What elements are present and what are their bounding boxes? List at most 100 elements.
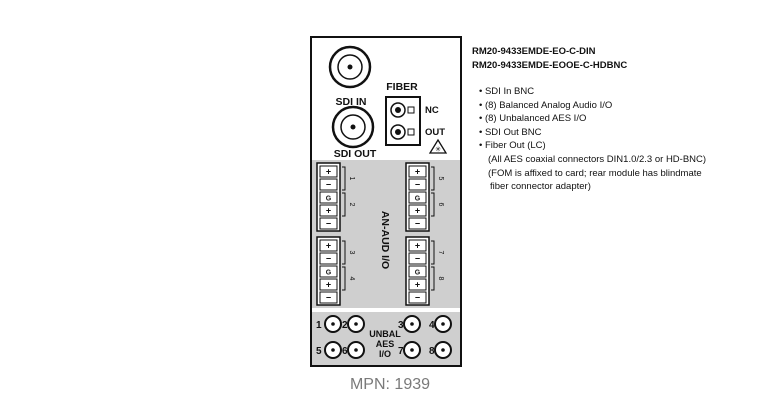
fiber-label: FIBER	[386, 81, 418, 93]
terminal-pin	[408, 239, 427, 252]
sdi-in-bnc	[328, 45, 372, 89]
aes-coax-connector: 7	[398, 341, 421, 359]
terminal-pin-symbol: +	[326, 280, 331, 290]
terminal-pin-symbol: +	[415, 167, 420, 177]
terminal-pin	[319, 278, 338, 291]
audio-terminal-block: +−G+−34	[316, 236, 355, 306]
feature-list: • SDI In BNC • (8) Balanced Analog Audio…	[472, 85, 768, 194]
product-description: RM20-9433EMDE-EO-C-DIN RM20-9433EMDE-EOO…	[472, 45, 768, 194]
feature-item: • SDI In BNC	[479, 86, 535, 97]
terminal-pin	[319, 165, 338, 178]
fiber-out-label: OUT	[425, 127, 445, 138]
channel-bracket	[431, 240, 435, 265]
svg-text:✳: ✳	[435, 146, 441, 154]
feature-item: • (8) Balanced Analog Audio I/O	[479, 99, 613, 111]
terminal-pin-symbol: G	[326, 196, 332, 203]
terminal-pin-symbol: −	[415, 219, 420, 229]
aes-label-line2: AES	[376, 339, 395, 349]
terminal-pin-symbol: −	[326, 180, 331, 190]
sdi-in-label: SDI IN	[336, 96, 367, 108]
terminal-pin	[408, 265, 427, 278]
terminal-pin-symbol: −	[326, 293, 331, 303]
channel-bracket	[342, 240, 346, 265]
sdi-out-label: SDI OUT	[334, 148, 377, 160]
terminal-pin-symbol: −	[415, 293, 420, 303]
mpn-label: MPN: 1939	[349, 376, 431, 393]
channel-bracket	[342, 266, 346, 291]
terminal-pin	[319, 252, 338, 265]
aes-coax-connector: 6	[342, 341, 365, 359]
channel-bracket	[342, 166, 346, 191]
aes-number: 7	[398, 346, 404, 357]
aes-number: 3	[398, 320, 404, 331]
terminal-pin	[319, 204, 338, 217]
audio-terminal-block: + − G + − 7 8	[405, 236, 444, 306]
terminal-pin	[408, 178, 427, 191]
feature-item: • (8) Unbalanced AES I/O	[479, 113, 587, 125]
terminal-pin	[408, 165, 427, 178]
terminal-pin-symbol: −	[415, 180, 420, 190]
channel-bracket	[431, 266, 435, 291]
channel-number: 8	[437, 277, 444, 281]
terminal-pin-symbol: −	[415, 254, 420, 264]
aes-coax-connector: 8	[429, 341, 452, 359]
aes-coax-connector: 5	[316, 341, 342, 359]
terminal-pin	[408, 217, 427, 230]
aes-number: 4	[429, 320, 435, 331]
terminal-pin	[408, 252, 427, 265]
laser-warning-icon: ✳	[428, 138, 448, 154]
model-number-1: RM20-9433EMDE-EO-C-DIN	[472, 46, 596, 57]
feature-note: (All AES coaxial connectors DIN1.0/2.3 o…	[488, 153, 707, 165]
analog-audio-label: AN-AUD I/O	[379, 211, 391, 269]
fiber-nc-label: NC	[425, 105, 439, 116]
channel-number: 3	[348, 251, 355, 255]
terminal-pin-symbol: G	[415, 196, 421, 203]
aes-number: 2	[342, 320, 348, 331]
terminal-pin	[408, 191, 427, 204]
aes-coax-connector: 1	[316, 315, 342, 333]
terminal-pin	[408, 291, 427, 304]
terminal-pin-symbol: +	[326, 206, 331, 216]
feature-item: • Fiber Out (LC)	[479, 140, 546, 152]
sdi-out-bnc	[331, 105, 375, 149]
terminal-pin	[408, 278, 427, 291]
aes-coax-connector: 2	[342, 315, 365, 333]
terminal-pin-symbol: −	[326, 219, 331, 229]
channel-number: 5	[437, 177, 444, 181]
terminal-pin-symbol: +	[415, 241, 420, 251]
audio-terminal-block: + − G + − 5 6	[405, 162, 444, 232]
terminal-pin	[319, 217, 338, 230]
channel-number: 4	[348, 277, 355, 281]
channel-bracket	[342, 192, 346, 217]
model-number-2: RM20-9433EMDE-EOOE-C-HDBNC	[472, 60, 628, 71]
feature-note: fiber connector adapter)	[490, 181, 591, 193]
terminal-pin-symbol: +	[415, 280, 420, 290]
terminal-pin-symbol: +	[415, 206, 420, 216]
channel-number: 6	[437, 203, 444, 207]
terminal-pin-symbol: +	[326, 167, 331, 177]
terminal-pin	[319, 239, 338, 252]
audio-terminal-block: + − G + − 1 2	[316, 162, 355, 232]
terminal-pin	[319, 265, 338, 278]
terminal-pin	[319, 191, 338, 204]
feature-note: (FOM is affixed to card; rear module has…	[488, 167, 702, 179]
channel-bracket	[431, 166, 435, 191]
aes-number: 5	[316, 346, 322, 357]
aes-number: 8	[429, 346, 435, 357]
aes-label-line1: UNBAL	[369, 329, 401, 339]
terminal-pin-symbol: G	[326, 270, 332, 277]
terminal-pin	[319, 178, 338, 191]
fiber-nc-port	[390, 102, 415, 118]
aes-number: 1	[316, 320, 322, 331]
channel-number: 7	[437, 251, 444, 255]
aes-label-line3: I/O	[379, 349, 391, 359]
terminal-pin	[408, 204, 427, 217]
aes-coax-connector: 4	[429, 315, 452, 333]
terminal-pin	[319, 291, 338, 304]
channel-bracket	[431, 192, 435, 217]
channel-number: 2	[348, 203, 355, 207]
terminal-pin-symbol: G	[415, 270, 421, 277]
channel-number: 1	[348, 177, 355, 181]
aes-coax-connector: 3	[398, 315, 421, 333]
